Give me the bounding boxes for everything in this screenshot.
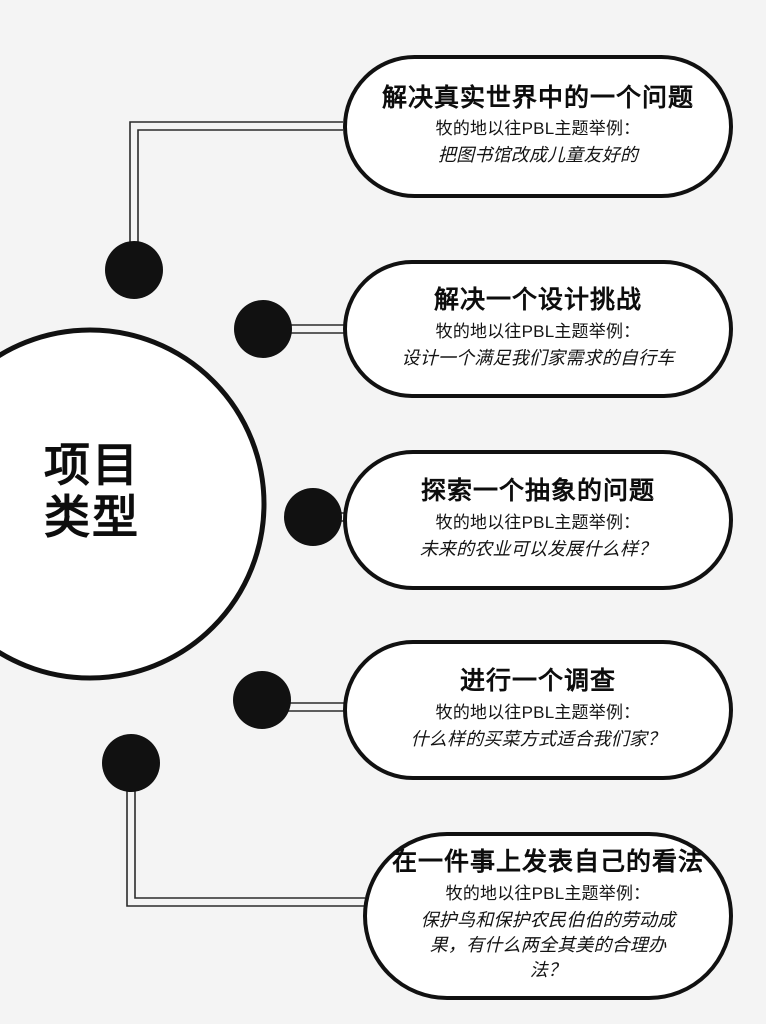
node-title-4: 进行一个调查 xyxy=(459,667,616,696)
branch-dot-2[interactable] xyxy=(234,300,292,358)
node-box-4[interactable]: 进行一个调查 牧的地以往PBL主题举例： 什么样的买菜方式适合我们家？ xyxy=(343,640,733,780)
hub-circle[interactable] xyxy=(0,327,267,681)
node-example-5: 保护鸟和保护农民伯伯的劳动成果，有什么两全其美的合理办法？ xyxy=(420,910,676,980)
node-caption-3: 牧的地以往PBL主题举例： xyxy=(435,512,641,532)
branch-dot-5[interactable] xyxy=(102,734,160,792)
branch-dot-4[interactable] xyxy=(233,671,291,729)
node-title-1: 解决真实世界中的一个问题 xyxy=(382,83,695,112)
connector-line-1 xyxy=(129,121,343,270)
node-caption-4: 牧的地以往PBL主题举例： xyxy=(435,702,641,722)
node-title-2: 解决一个设计挑战 xyxy=(433,286,642,315)
node-caption-1: 牧的地以往PBL主题举例： xyxy=(435,119,641,139)
node-box-3[interactable]: 探索一个抽象的问题 牧的地以往PBL主题举例： 未来的农业可以发展什么样？ xyxy=(343,450,733,590)
branch-dot-1[interactable] xyxy=(105,241,163,299)
node-example-3: 未来的农业可以发展什么样？ xyxy=(419,538,657,559)
node-box-5[interactable]: 在一件事上发表自己的看法 牧的地以往PBL主题举例： 保护鸟和保护农民伯伯的劳动… xyxy=(363,832,733,1000)
node-title-5: 在一件事上发表自己的看法 xyxy=(392,848,705,877)
node-example-2: 设计一个满足我们家需求的自行车 xyxy=(401,347,675,368)
node-box-2[interactable]: 解决一个设计挑战 牧的地以往PBL主题举例： 设计一个满足我们家需求的自行车 xyxy=(343,260,733,398)
node-title-3: 探索一个抽象的问题 xyxy=(420,477,655,506)
node-example-1: 把图书馆改成儿童友好的 xyxy=(437,145,639,166)
node-caption-2: 牧的地以往PBL主题举例： xyxy=(435,321,641,341)
node-box-1[interactable]: 解决真实世界中的一个问题 牧的地以往PBL主题举例： 把图书馆改成儿童友好的 xyxy=(343,55,733,198)
hub-label: 项目 类型 xyxy=(44,439,140,543)
node-example-4: 什么样的买菜方式适合我们家？ xyxy=(410,728,666,749)
connector-line-5 xyxy=(126,763,365,907)
node-caption-5: 牧的地以往PBL主题举例： xyxy=(445,883,651,903)
branch-dot-3[interactable] xyxy=(284,488,342,546)
